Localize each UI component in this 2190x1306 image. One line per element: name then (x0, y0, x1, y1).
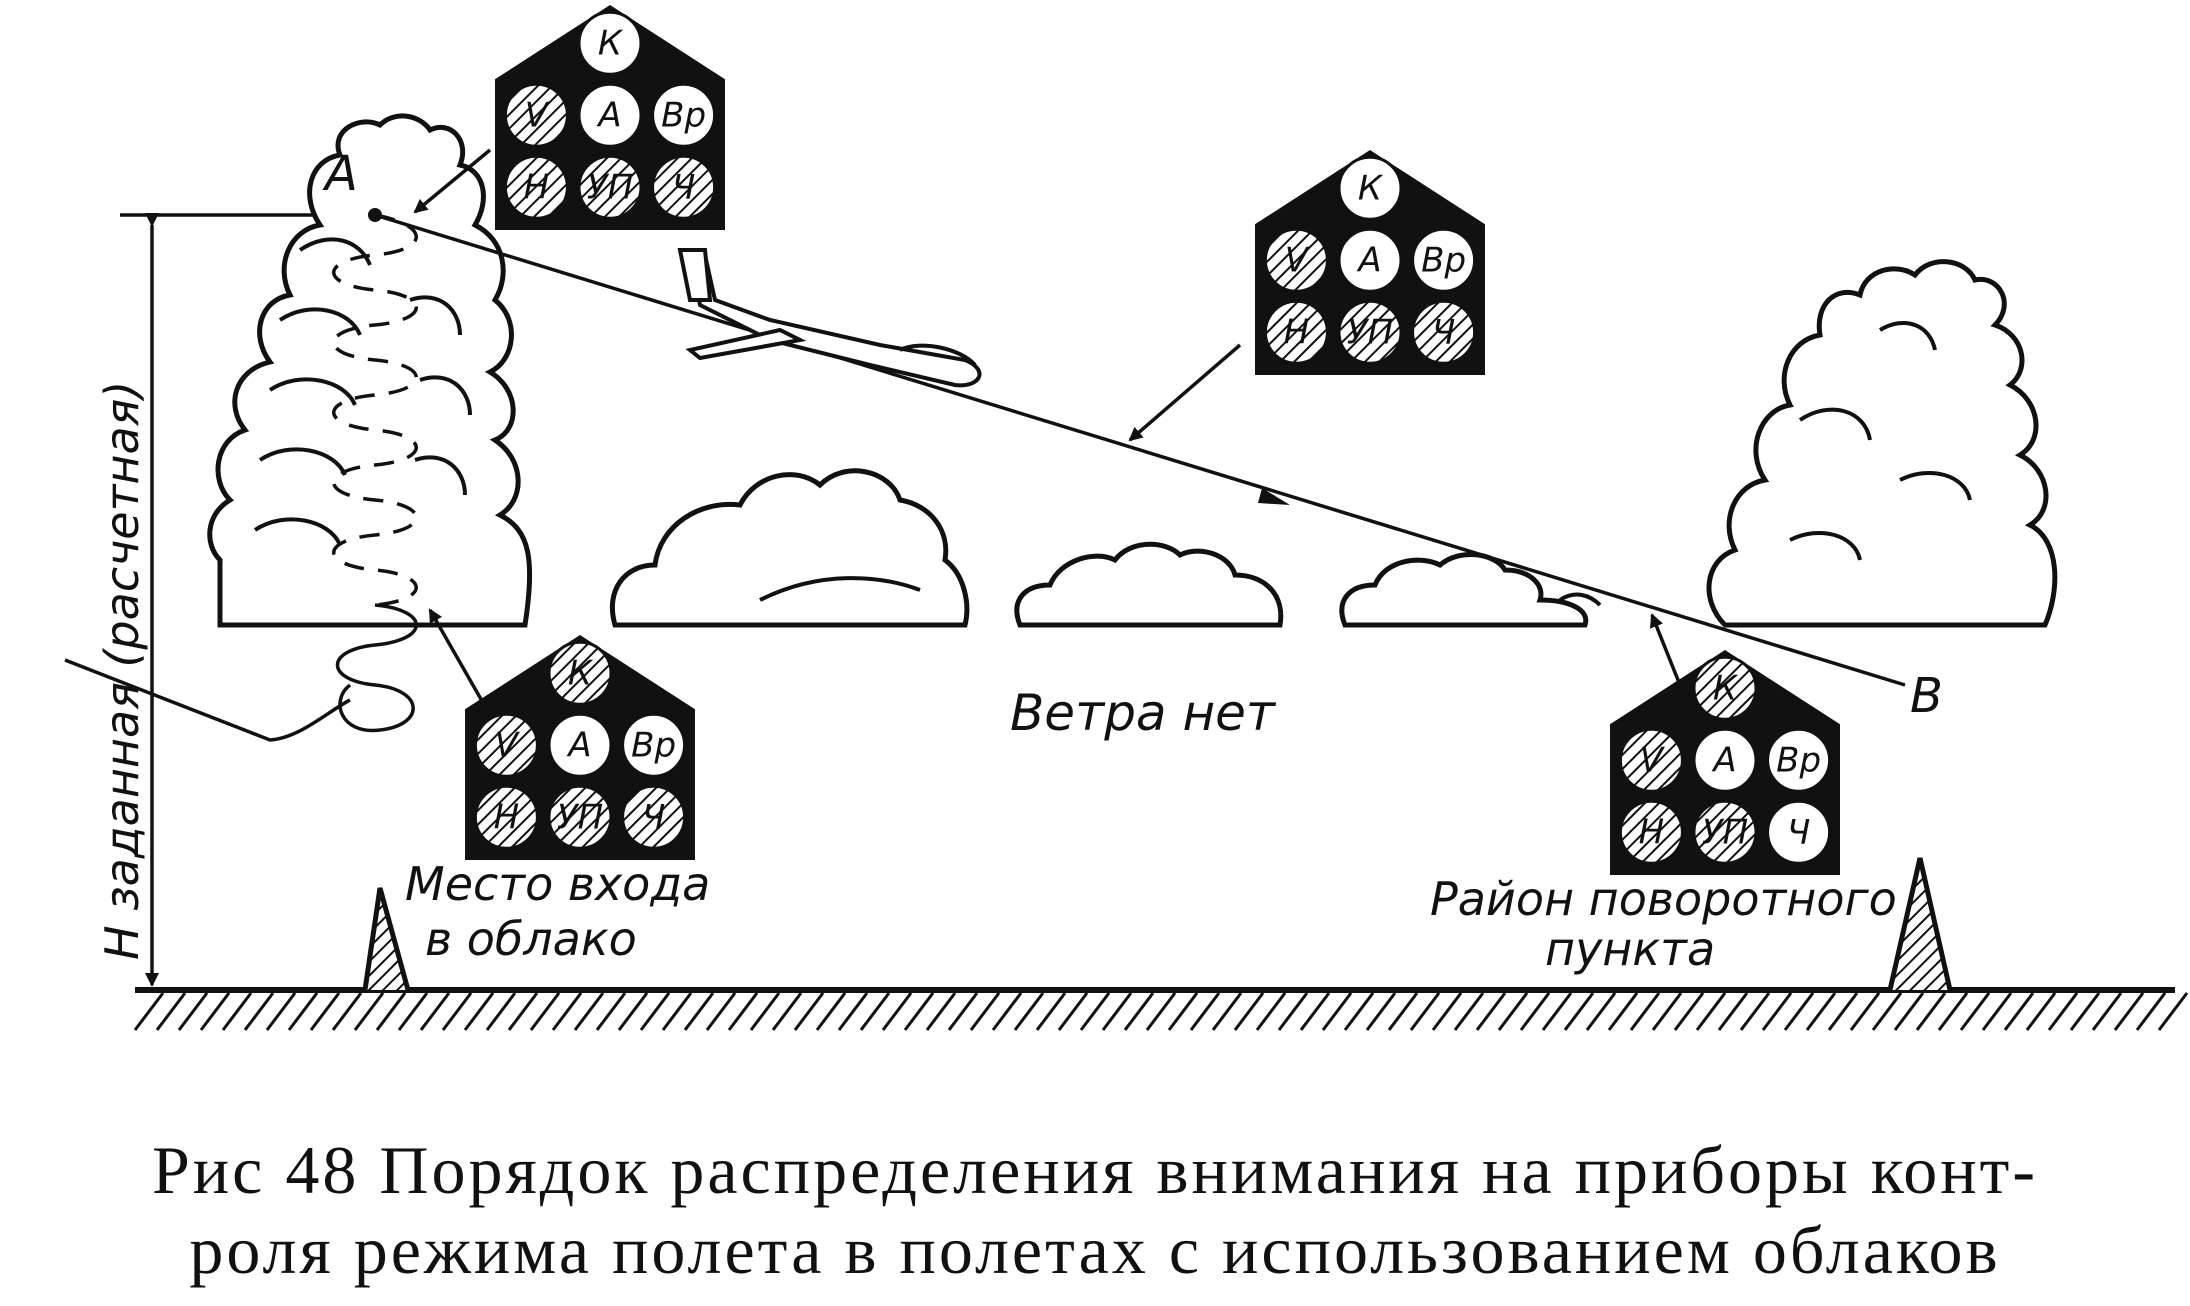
gauge-label: Н (1639, 812, 1665, 852)
gauge-label: К (1713, 668, 1739, 708)
gauge-label: К (1358, 168, 1384, 208)
gauge-dial (621, 784, 687, 850)
pointer-bottom-left (428, 608, 492, 716)
gauge-label: Н (494, 797, 520, 837)
gauge-label: А (566, 725, 591, 765)
gauge-dial (1411, 299, 1477, 365)
gauge-dial (1263, 299, 1329, 365)
gauge-dial (503, 154, 569, 220)
pointer-bottom-right (1649, 613, 1682, 686)
flight-path (374, 213, 1906, 687)
gauge-dial (547, 784, 613, 850)
height-axis: Н заданная (расчетная) (95, 213, 385, 987)
gauge-label: УП (1347, 312, 1393, 352)
mountain-peak-right (1887, 857, 1953, 991)
turn-point-label-line1: Район поворотного (1430, 872, 1897, 926)
gauge-dial (651, 154, 717, 220)
gauge-label: Вр (1421, 240, 1466, 280)
gauge-dial (577, 10, 643, 76)
gauge-dial (1263, 227, 1329, 293)
cloud-entry-label-line2: в облако (425, 912, 637, 966)
gauge-label: УП (587, 167, 633, 207)
gauge-dial (577, 82, 643, 148)
gauge-label: Ч (1787, 812, 1810, 852)
gauge-label: V (1640, 740, 1666, 780)
panel-bottom-right: К V А ВрН УП Ч (1610, 650, 1840, 875)
gauge-dial (1692, 727, 1758, 793)
gauge-label: Ч (672, 167, 695, 207)
gauge-dial (1618, 799, 1684, 865)
glider-airplane (677, 248, 982, 388)
gauge-label: Н (524, 167, 550, 207)
gauge-dial (547, 712, 613, 778)
gauge-label: V (1285, 240, 1311, 280)
gauge-dial (1692, 655, 1758, 721)
pointer-top-left (413, 148, 492, 214)
gauge-dial (651, 82, 717, 148)
wind-label: Ветра нет (1010, 684, 1277, 742)
height-axis-label: Н заданная (расчетная) (95, 381, 149, 960)
turn-point-label-line2: пункта (1545, 922, 1715, 976)
gauge-label: Ч (1432, 312, 1455, 352)
gauge-dial (473, 712, 539, 778)
gauge-label: Ч (642, 797, 665, 837)
gauge-label: Вр (1776, 740, 1821, 780)
gauge-dial (577, 154, 643, 220)
caption-line-1: Рис 48 Порядок распределения внимания на… (151, 1132, 2039, 1208)
mountain-peak-left (362, 887, 411, 991)
point-b-label: В (1910, 668, 1943, 724)
gauge-dial (1618, 727, 1684, 793)
gauge-dial (503, 82, 569, 148)
gauge-dial (1337, 227, 1403, 293)
spiral-exit-path (64, 603, 418, 742)
pointer-middle (1128, 343, 1242, 442)
ground (133, 857, 2189, 1031)
cloud-flight-diagram: Н заданная (расчетная) А В Ветра нет Мес… (64, 5, 2189, 1031)
gauge-label: Н (1284, 312, 1310, 352)
cloud-middle-left (609, 468, 970, 628)
gauge-dial (1766, 727, 1832, 793)
gauge-dial (1337, 155, 1403, 221)
figure-caption: Рис 48 Порядок распределения внимания на… (40, 1130, 2150, 1290)
gauge-label: V (525, 95, 551, 135)
cloud-middle-right (1339, 552, 1589, 628)
panel-top-left: К V А ВрН УП Ч (495, 5, 725, 230)
gauge-dial (1411, 227, 1477, 293)
gauge-label: V (495, 725, 521, 765)
gauge-label: А (596, 95, 621, 135)
gauge-label: К (568, 653, 594, 693)
gauge-dial (1337, 299, 1403, 365)
gauge-dial (1766, 799, 1832, 865)
panel-bottom-left: К V А ВрН УП Ч (465, 635, 695, 860)
gauge-label: А (1356, 240, 1381, 280)
gauge-label: УП (557, 797, 603, 837)
gauge-dial (547, 640, 613, 706)
gauge-dial (1692, 799, 1758, 865)
gauge-label: Вр (661, 95, 706, 135)
spiral-descent-path (332, 213, 418, 607)
gauge-dial (473, 784, 539, 850)
gauge-label: К (598, 23, 624, 63)
panel-middle: К V А ВрН УП Ч (1255, 150, 1485, 375)
tall-cloud-right (1706, 259, 2058, 628)
caption-line-2: роля режима полета в полетах с использов… (189, 1212, 2001, 1288)
gauge-label: УП (1702, 812, 1748, 852)
point-a-label: А (322, 146, 358, 202)
gauge-label: А (1711, 740, 1736, 780)
cloud-entry-label-line1: Место входа (405, 857, 710, 911)
flight-direction-arrow (1258, 488, 1290, 505)
tall-cloud-left: А (64, 113, 533, 742)
gauge-dial (621, 712, 687, 778)
gauge-label: Вр (631, 725, 676, 765)
cloud-middle-center (1014, 541, 1284, 628)
